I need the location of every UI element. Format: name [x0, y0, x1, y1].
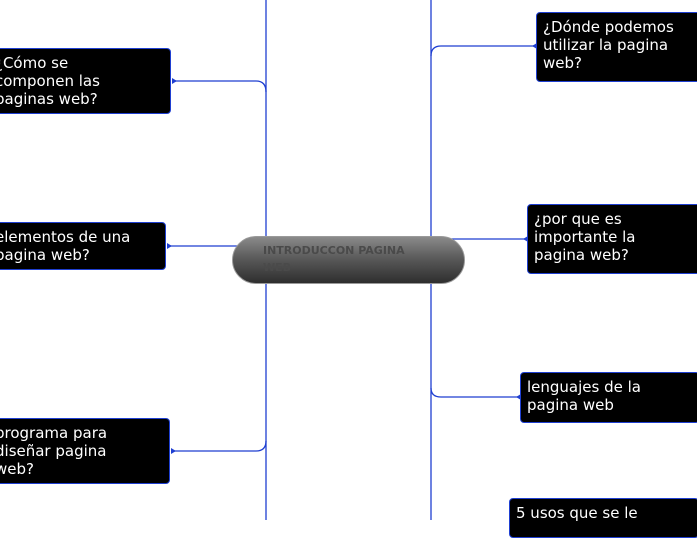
- connector-lines: [167, 0, 537, 520]
- central-topic[interactable]: INTRODUCCON PAGINA WEB: [232, 236, 465, 284]
- topic-programa[interactable]: programa para diseñar pagina web?: [0, 418, 170, 484]
- topic-lenguajes[interactable]: lenguajes de la pagina web: [520, 372, 697, 423]
- topic-usos[interactable]: 5 usos que se le: [509, 498, 697, 538]
- topic-elementos[interactable]: elementos de una pagina web?: [0, 222, 166, 270]
- topic-por-que-importante[interactable]: ¿por que es importante la pagina web?: [527, 204, 697, 274]
- topic-donde-utilizar[interactable]: ¿Dónde podemos utilizar la pagina web?: [536, 12, 697, 82]
- topic-como-se-componen[interactable]: ¿Cómo se componen las paginas web?: [0, 48, 171, 114]
